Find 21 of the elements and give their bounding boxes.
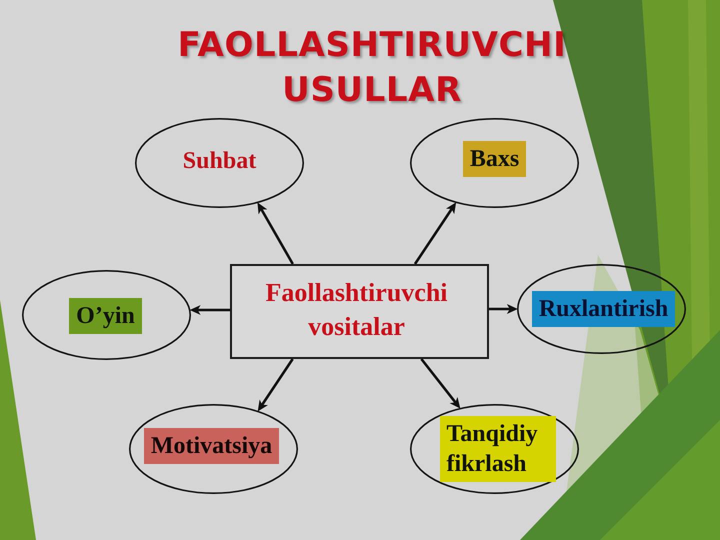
oval-node	[410, 118, 579, 208]
arrow	[257, 202, 294, 265]
central-box	[230, 264, 489, 359]
oval-node	[410, 404, 579, 494]
node-label: Suhbat	[182, 147, 256, 176]
arrow	[420, 358, 460, 409]
node-label: Baxs	[462, 141, 526, 177]
oval-node	[517, 264, 686, 354]
arrow	[190, 305, 230, 315]
node-label: O’yin	[69, 298, 142, 334]
node-label: Tanqidiy fikrlash	[440, 416, 556, 482]
oval-node	[129, 404, 298, 494]
oval-node	[135, 118, 304, 208]
arrow	[489, 304, 518, 314]
title: FAOLLASHTIRUVCHI USULLAR	[176, 24, 568, 112]
node-label: Motivatsiya	[144, 428, 280, 464]
node-label: Ruxlantirish	[532, 291, 676, 327]
node-label: Faollashtiruvchi vositalar	[264, 276, 448, 342]
arrow	[258, 358, 294, 412]
arrow	[414, 202, 456, 265]
oval-node	[22, 270, 191, 360]
